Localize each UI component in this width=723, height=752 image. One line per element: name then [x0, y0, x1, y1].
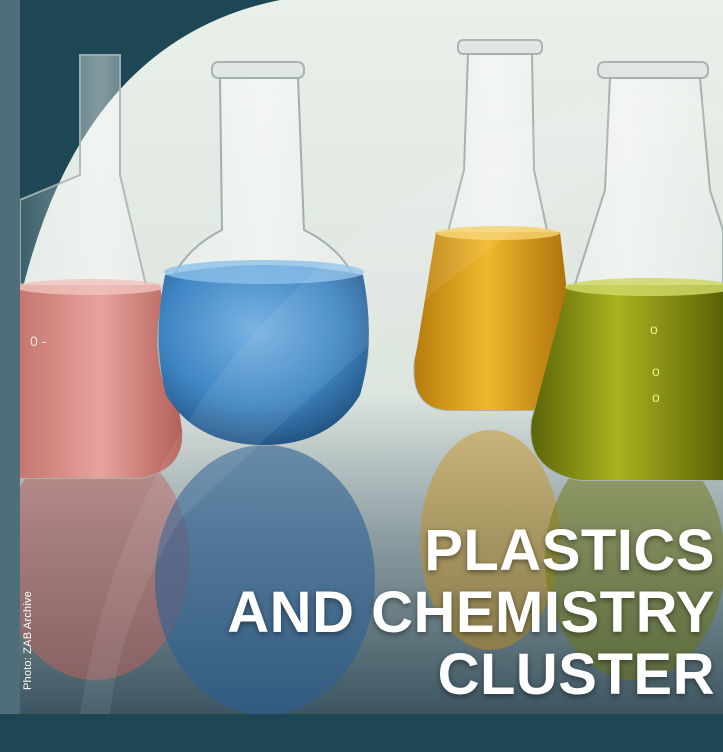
bottom-band — [0, 714, 723, 752]
title-line-2: AND CHEMISTRY — [227, 580, 715, 645]
title-line-3: CLUSTER — [437, 642, 715, 707]
svg-text:o: o — [652, 389, 660, 405]
photo-credit: Photo: ZAB Archive — [22, 591, 34, 690]
lab-flasks-photo: 0 - o o o — [20, 0, 723, 714]
svg-text:0 -: 0 - — [30, 333, 47, 349]
left-strip — [0, 0, 20, 714]
page-title: PLASTICS AND CHEMISTRY CLUSTER — [115, 520, 715, 706]
title-line-1: PLASTICS — [424, 518, 715, 583]
svg-text:o: o — [652, 363, 660, 379]
svg-text:o: o — [650, 321, 658, 337]
